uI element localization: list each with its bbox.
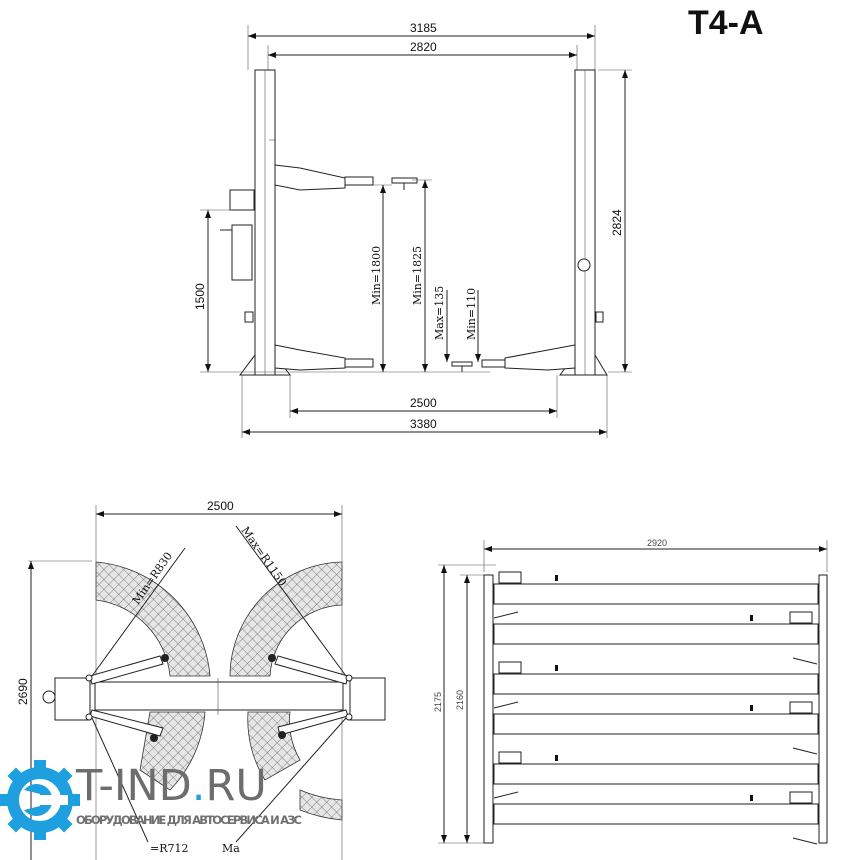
side-view: 2920 2175 2160 <box>433 538 828 845</box>
min-radius-leader <box>91 547 186 677</box>
logo-name-prefix: T-IND <box>75 761 192 811</box>
arm-bar-right-2 <box>493 803 819 825</box>
model-title: T4-A <box>688 4 764 42</box>
adapter-block-left-1 <box>555 665 558 671</box>
dim-side-outer-height: 2175 <box>433 692 443 712</box>
cross-beam <box>94 681 344 711</box>
dim-plan-width: 2500 <box>207 499 234 513</box>
pad-right-0 <box>789 611 813 624</box>
pad-left-0 <box>498 571 522 584</box>
arm-right-bottom <box>277 709 349 736</box>
lower-pad <box>451 361 473 367</box>
watermark-logo: T-IND.RU ОБОРУДОВАНИЕ ДЛЯ АВТОСЕРВИСА И … <box>0 760 302 840</box>
right-column-base <box>349 677 386 721</box>
gear-wrench-icon <box>0 760 80 840</box>
adapter-block-right-2 <box>750 795 753 801</box>
left-column-base <box>54 677 91 721</box>
dim-max-radius-short: Ma <box>222 842 240 855</box>
adapter-block-right-1 <box>750 705 753 711</box>
adapter-block-right-0 <box>750 615 753 621</box>
dim-min-radius-short: =R712 <box>150 842 189 855</box>
motor-plan <box>42 690 56 704</box>
dim-max-pad: Max=135 <box>433 286 446 340</box>
logo-tagline: ОБОРУДОВАНИЕ ДЛЯ АВТОСЕРВИСА И АЗС <box>76 813 302 827</box>
lower-left-arm <box>274 344 346 371</box>
front-view: 3185 2820 2824 1500 <box>193 21 632 438</box>
arm-left-bottom <box>89 709 164 737</box>
dim-height: 2824 <box>610 209 624 236</box>
dim-base-outer: 3380 <box>410 417 437 431</box>
arm-left-top <box>89 655 164 685</box>
dim-min-height-1825: Min=1825 <box>411 246 424 305</box>
adapter-block-left-2 <box>555 755 558 761</box>
arm-right-top <box>274 655 349 685</box>
logo-name-suffix: RU <box>205 761 266 811</box>
adapter-block-left-0 <box>555 575 558 581</box>
pad-right-2 <box>789 791 813 804</box>
lower-right-arm <box>504 344 576 371</box>
side-left-column <box>483 574 494 844</box>
arm-bar-right-0 <box>493 623 819 645</box>
max-radius-leader <box>235 525 347 677</box>
logo-dot: . <box>192 761 206 811</box>
dim-side-inner-height: 2160 <box>455 690 465 710</box>
dim-motor-height: 1500 <box>193 283 207 310</box>
dim-max-radius: Max=R1150 <box>239 524 290 588</box>
upper-pad <box>391 177 418 184</box>
pad-left-1 <box>498 661 522 674</box>
arm-bar-left-1 <box>493 673 819 695</box>
dim-plan-depth: 2690 <box>16 678 30 705</box>
dim-min-pad: Min=110 <box>465 288 478 340</box>
svg-text:T-IND.RU: T-IND.RU <box>75 761 267 811</box>
dim-side-width: 2920 <box>647 538 667 548</box>
dim-min-height-1800: Min=1800 <box>370 246 383 305</box>
arm-bar-left-0 <box>493 583 819 605</box>
upper-lift-arm <box>274 164 346 191</box>
right-arm-swing-zone <box>229 561 343 677</box>
hydraulic-tank <box>231 224 253 281</box>
side-right-column <box>818 574 828 844</box>
arm-bar-right-1 <box>493 713 819 735</box>
dim-overall-width: 3185 <box>410 21 437 35</box>
motor <box>229 189 255 211</box>
left-arm-swing-zone <box>95 561 211 677</box>
pad-left-2 <box>498 751 522 764</box>
arm-bar-left-2 <box>493 763 819 785</box>
pad-right-1 <box>789 701 813 714</box>
plan-view: 2500 2690 Min=R830 Max=R1150 =R712 Ma <box>16 499 386 860</box>
dim-base-inner: 2500 <box>410 396 437 410</box>
lock-release-knob <box>577 258 591 272</box>
dim-inner-width: 2820 <box>410 40 437 54</box>
